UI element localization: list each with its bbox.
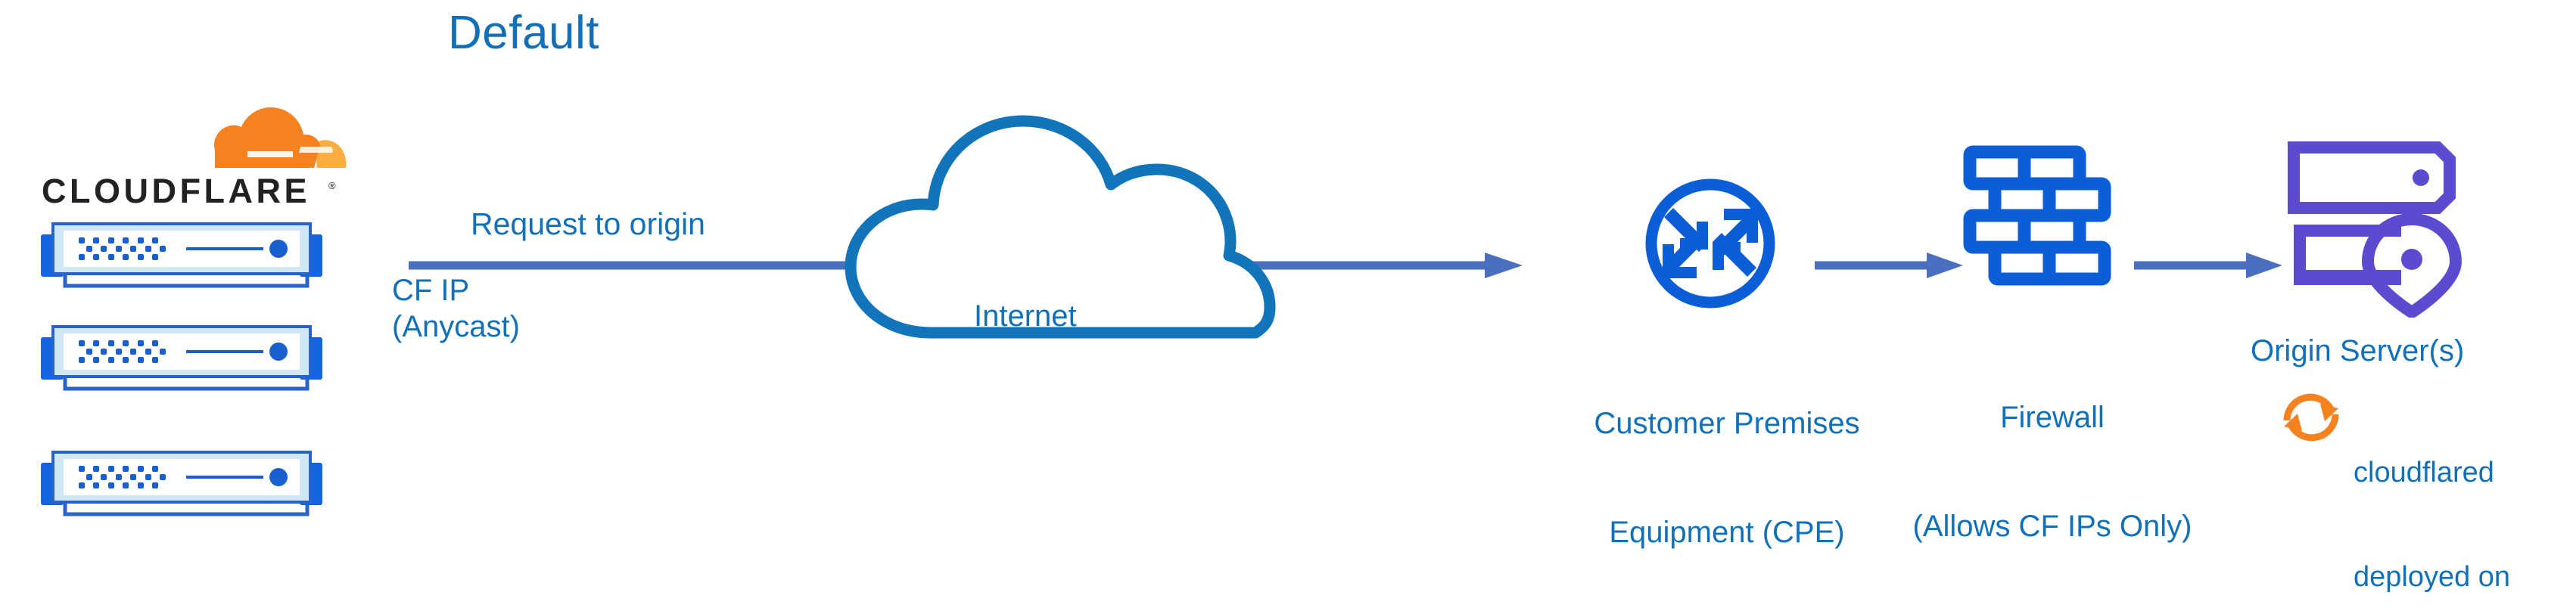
cloudflared-label: cloudflared deployed on servers <box>2354 386 2510 614</box>
sync-arrows-icon <box>2278 387 2344 448</box>
server-location-pin-icon <box>2288 140 2462 318</box>
cf-ip-label: CF IP (Anycast) <box>392 272 520 345</box>
brick-wall-icon <box>1962 144 2113 302</box>
svg-text:®: ® <box>328 180 336 191</box>
svg-text:CLOUDFLARE: CLOUDFLARE <box>42 174 310 209</box>
firewall-label: Firewall (Allows CF IPs Only) <box>1886 327 2219 614</box>
cloudflare-edge-server <box>29 218 341 297</box>
cloudflare-logo: CLOUDFLARE ® <box>42 106 347 216</box>
firewall-label-line-1: Firewall <box>2000 401 2105 434</box>
cloudflare-cloud-mark-icon <box>214 106 347 168</box>
cf-ip-line-2: (Anycast) <box>392 310 520 343</box>
cpe-label-line-1: Customer Premises <box>1594 407 1860 440</box>
arrow-cpe-to-firewall <box>1815 250 1966 281</box>
cloudflare-wordmark: CLOUDFLARE ® <box>42 172 344 210</box>
page-title: Default <box>448 7 599 59</box>
cpe-label: Customer Premises Equipment (CPE) <box>1560 333 1893 614</box>
cf-ip-line-1: CF IP <box>392 274 470 307</box>
cpe-label-line-2: Equipment (CPE) <box>1609 516 1845 549</box>
origin-server-label: Origin Server(s) <box>2251 334 2465 367</box>
cloudflared-line-1: cloudflared <box>2354 457 2494 488</box>
internet-cloud-icon <box>840 112 1279 339</box>
cloudflare-edge-server <box>29 446 341 526</box>
request-to-origin-label: Request to origin <box>471 206 705 241</box>
arrow-firewall-to-origin <box>2134 250 2285 281</box>
internet-label: Internet <box>974 299 1077 333</box>
firewall-label-line-2: (Allows CF IPs Only) <box>1912 510 2192 543</box>
router-arrows-icon <box>1623 174 1797 314</box>
cloudflared-line-2: deployed on <box>2354 561 2511 593</box>
cloudflare-edge-server <box>29 321 341 400</box>
